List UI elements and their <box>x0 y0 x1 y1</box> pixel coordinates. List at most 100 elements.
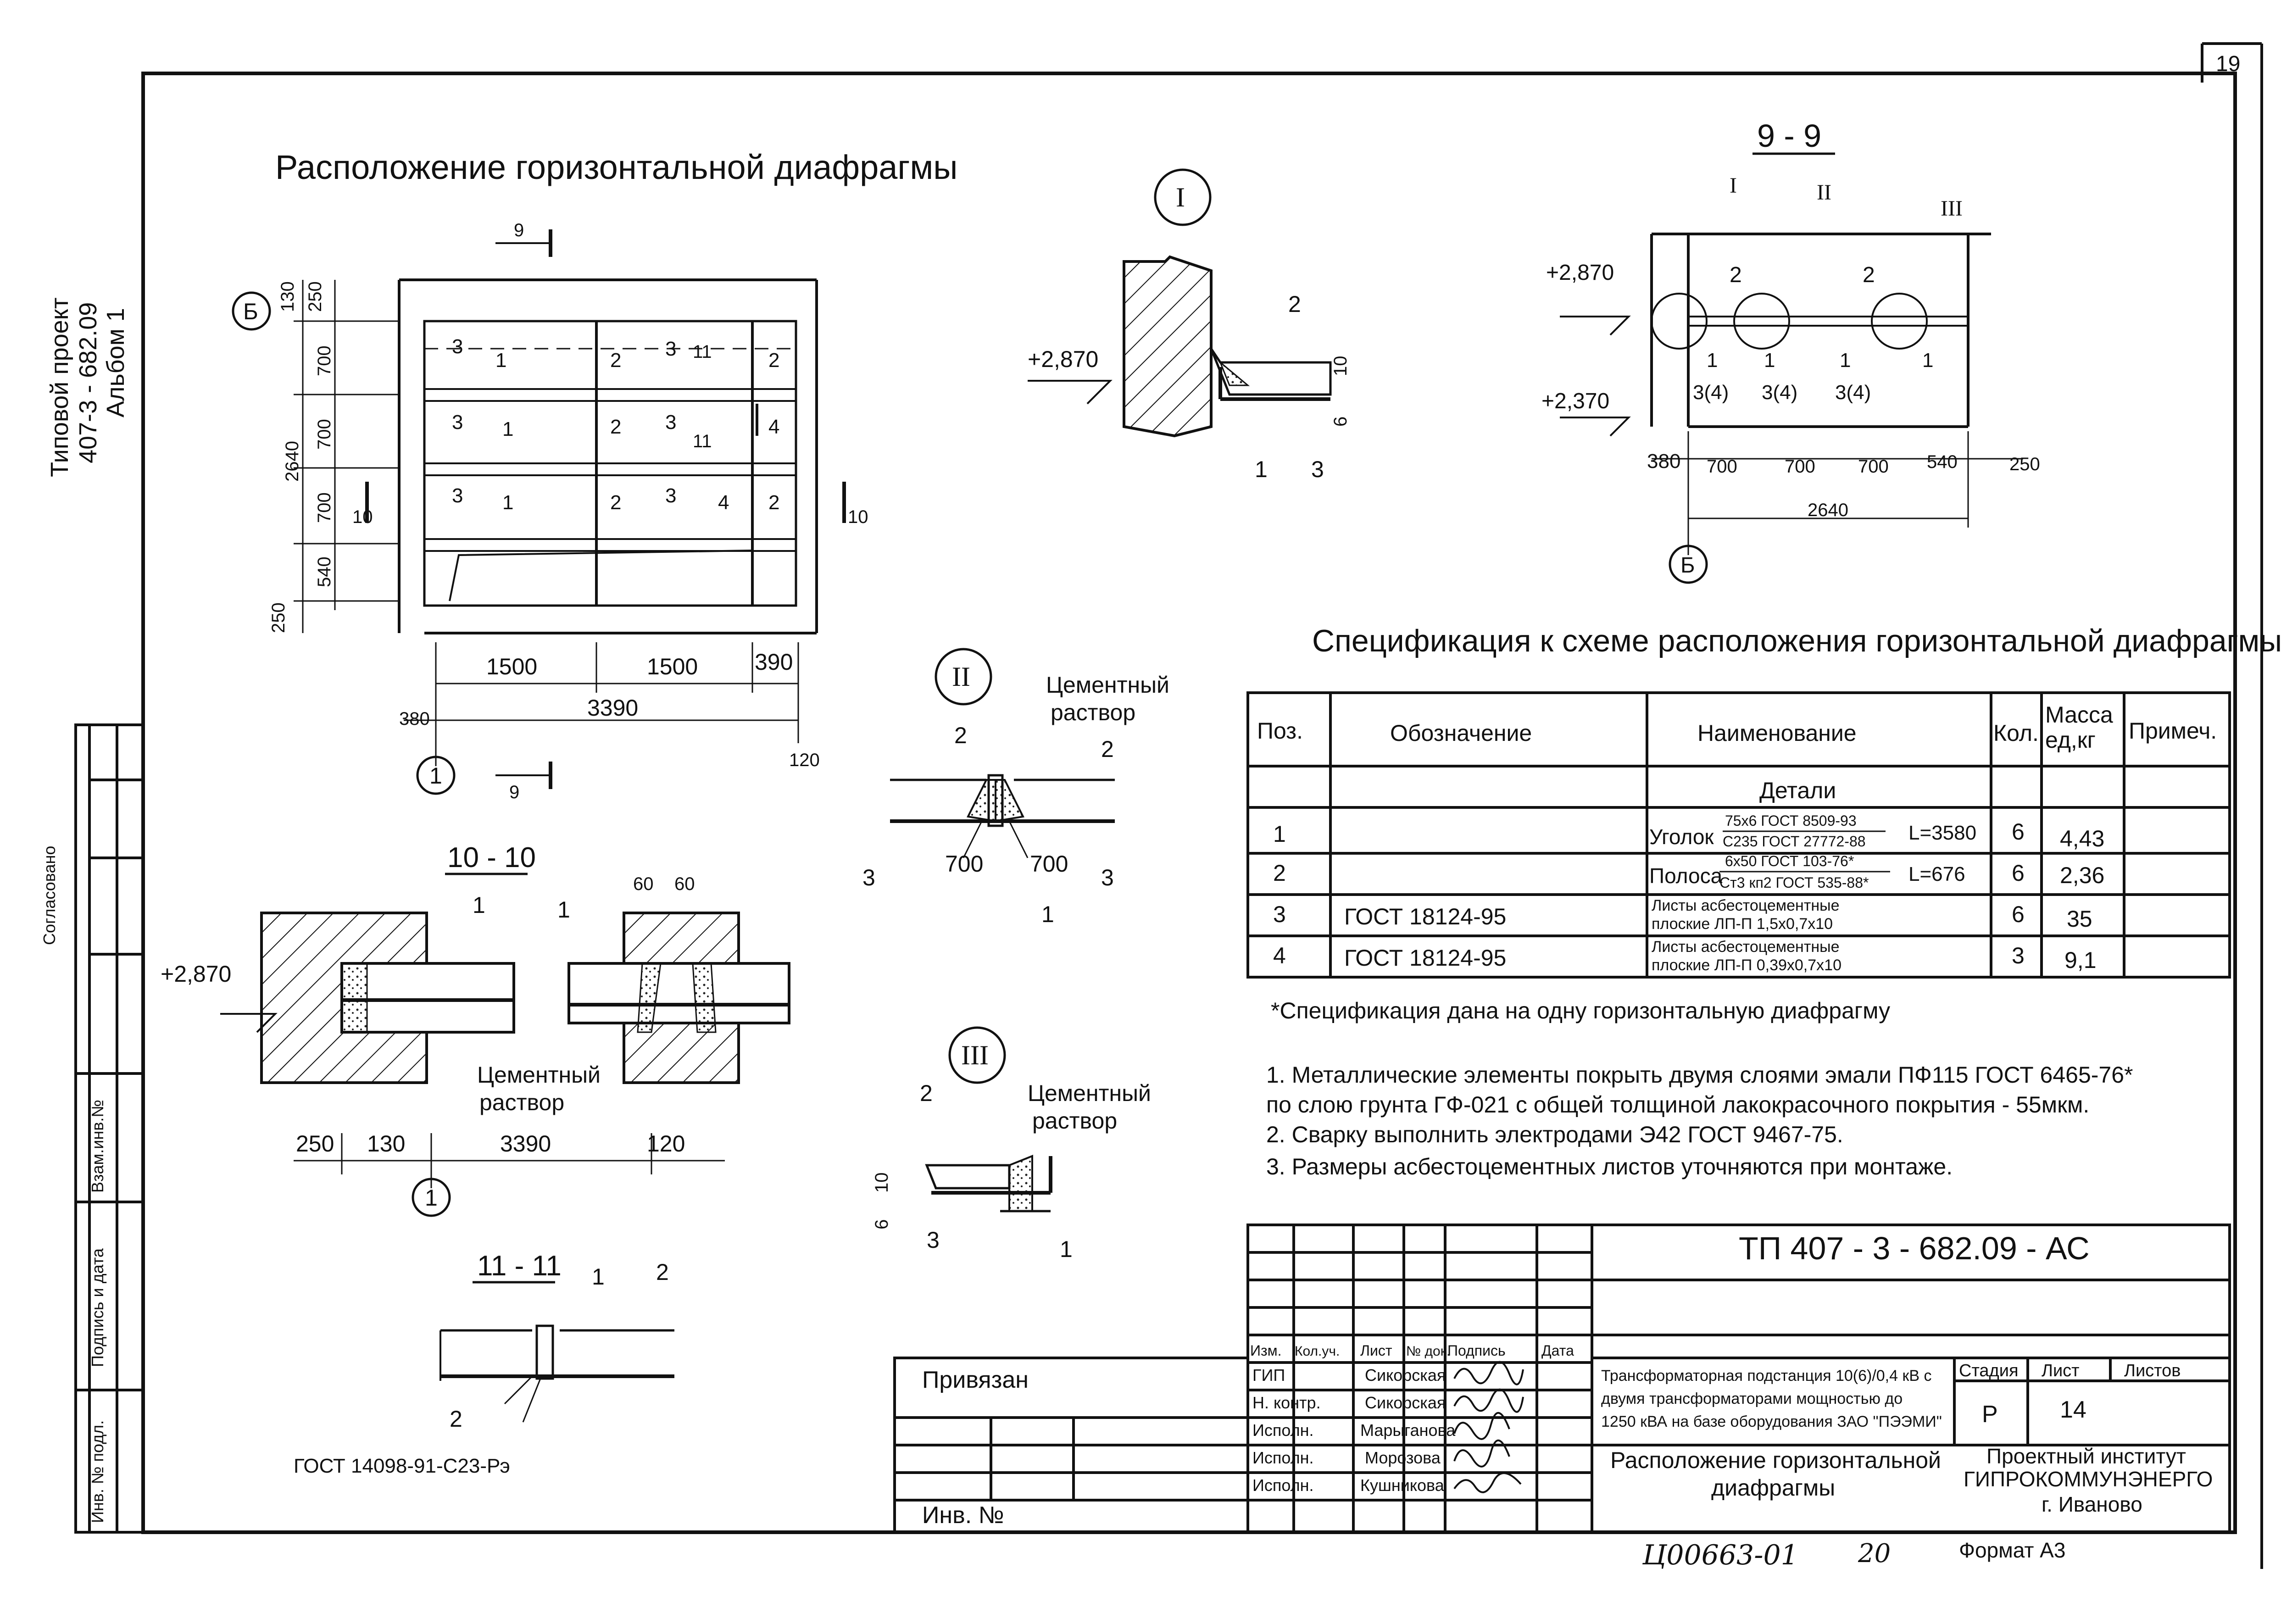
svg-text:9: 9 <box>509 782 519 802</box>
svg-text:4: 4 <box>768 416 779 438</box>
svg-text:Листы асбестоцементные: Листы асбестоцементные <box>1652 897 1840 914</box>
side-project-code: 407-3 - 682.09 <box>74 302 102 463</box>
svg-text:1: 1 <box>592 1264 605 1290</box>
node-3-labels: III Цементный раствор 2 3 1 10 6 <box>872 1040 1151 1262</box>
svg-text:2: 2 <box>1288 291 1301 317</box>
svg-text:1: 1 <box>1764 349 1775 372</box>
side-album: Альбом 1 <box>102 308 129 417</box>
svg-text:4: 4 <box>718 491 729 514</box>
svg-text:2: 2 <box>768 349 779 372</box>
svg-text:+2,370: +2,370 <box>1541 389 1609 413</box>
svg-text:III: III <box>961 1040 989 1070</box>
node-3 <box>925 1026 1052 1212</box>
svg-text:3: 3 <box>665 411 676 434</box>
svg-text:Цементный: Цементный <box>1028 1080 1151 1106</box>
node-1 <box>1028 168 1332 438</box>
svg-text:3: 3 <box>665 338 676 360</box>
svg-text:700: 700 <box>1707 456 1737 477</box>
plan-labels: Б 1 9 9 10 10 11 11 3 1 2 3 2 3 1 2 3 4 … <box>243 220 868 802</box>
svg-text:6: 6 <box>872 1219 892 1229</box>
svg-text:плоские ЛП-П 0,39х0,7х10: плоские ЛП-П 0,39х0,7х10 <box>1652 957 1841 974</box>
sec99-labels: I II III +2,870 +2,370 2 2 1 1 1 1 3(4) … <box>1541 173 2040 578</box>
svg-text:1: 1 <box>429 763 442 789</box>
svg-text:9,1: 9,1 <box>2064 947 2097 973</box>
svg-text:3: 3 <box>2012 943 2025 968</box>
svg-text:2640: 2640 <box>282 441 302 482</box>
svg-text:2: 2 <box>610 416 621 438</box>
svg-text:10: 10 <box>848 507 868 527</box>
svg-text:2: 2 <box>610 491 621 514</box>
svg-text:3: 3 <box>1101 865 1114 890</box>
svg-text:1: 1 <box>1273 821 1286 847</box>
svg-text:1: 1 <box>495 349 506 372</box>
svg-text:2: 2 <box>1863 263 1875 287</box>
svg-text:плоские ЛП-П 1,5х0,7х10: плоские ЛП-П 1,5х0,7х10 <box>1652 915 1833 933</box>
svg-text:Б: Б <box>243 299 258 324</box>
sec1010-title: 10 - 10 <box>447 842 536 873</box>
svg-text:Сикорская: Сикорская <box>1365 1393 1446 1412</box>
svg-text:Лист: Лист <box>2042 1361 2080 1380</box>
svg-text:раствор: раствор <box>1051 700 1135 725</box>
spec-footnote: *Спецификация дана на одну горизонтальну… <box>1271 998 1890 1023</box>
svg-text:700: 700 <box>314 345 334 376</box>
svg-text:Морозова: Морозова <box>1365 1448 1441 1467</box>
svg-text:60: 60 <box>674 874 695 894</box>
svg-text:Примеч.: Примеч. <box>2129 718 2217 744</box>
svg-text:Уголок: Уголок <box>1649 825 1714 849</box>
svg-text:2: 2 <box>450 1406 462 1432</box>
svg-text:Полоса: Полоса <box>1649 864 1723 888</box>
svg-text:III: III <box>1941 196 1963 221</box>
svg-text:407-3 - 682.09: 407-3 - 682.09 <box>74 302 102 463</box>
svg-text:г. Иваново: г. Иваново <box>2042 1492 2142 1516</box>
svg-text:1. Металлические элементы покр: 1. Металлические элементы покрыть двумя … <box>1266 1062 2133 1088</box>
svg-text:120: 120 <box>647 1131 685 1157</box>
sec1010-labels: +2,870 1 1 60 60 Цементный раствор 250 1… <box>161 874 695 1211</box>
svg-text:2640: 2640 <box>1808 500 1848 520</box>
side-podpis: Подпись и дата <box>88 1248 107 1367</box>
svg-text:3: 3 <box>665 484 676 507</box>
svg-text:120: 120 <box>789 750 820 770</box>
svg-text:3(4): 3(4) <box>1762 381 1797 404</box>
svg-text:2: 2 <box>656 1259 669 1285</box>
svg-text:250: 250 <box>2009 454 2040 474</box>
svg-text:Кол.: Кол. <box>1993 720 2039 746</box>
svg-text:2: 2 <box>1101 736 1114 762</box>
svg-text:раствор: раствор <box>1032 1108 1117 1134</box>
svg-text:540: 540 <box>314 556 334 587</box>
svg-text:Ст3 кп2 ГОСТ 535-88*: Ст3 кп2 ГОСТ 535-88* <box>1719 874 1869 891</box>
svg-text:130: 130 <box>367 1131 405 1157</box>
svg-text:2: 2 <box>1273 860 1286 886</box>
svg-text:130: 130 <box>278 281 298 312</box>
svg-text:Альбом 1: Альбом 1 <box>102 308 129 417</box>
svg-text:Дата: Дата <box>1541 1342 1574 1359</box>
svg-text:700: 700 <box>1858 456 1889 477</box>
svg-text:+2,870: +2,870 <box>161 961 231 987</box>
svg-text:1: 1 <box>502 491 513 514</box>
svg-text:Кушникова: Кушникова <box>1360 1476 1445 1495</box>
svg-text:Сикорская: Сикорская <box>1365 1366 1446 1385</box>
svg-text:1: 1 <box>1707 349 1718 372</box>
svg-text:1: 1 <box>1041 901 1054 927</box>
side-agreed: Согласовано <box>40 846 59 945</box>
svg-text:380: 380 <box>399 709 430 729</box>
plan-vertical-dims: 130 250 700 700 700 540 250 2640 <box>268 281 334 633</box>
svg-text:1500: 1500 <box>486 654 537 679</box>
side-project-label: Типовой проект <box>46 297 73 477</box>
svg-text:Изм.: Изм. <box>1250 1342 1282 1359</box>
svg-text:700: 700 <box>945 851 983 877</box>
svg-text:ГИПРОКОММУНЭНЕРГО: ГИПРОКОММУНЭНЕРГО <box>1964 1467 2213 1491</box>
svg-text:2: 2 <box>920 1080 933 1106</box>
svg-text:3390: 3390 <box>587 695 638 721</box>
svg-text:I: I <box>1176 182 1185 212</box>
svg-text:Наименование: Наименование <box>1697 720 1857 746</box>
spec-row-3: 3 ГОСТ 18124-95 Листы асбестоцементные п… <box>1273 897 2092 933</box>
svg-text:Цементный: Цементный <box>1046 672 1169 698</box>
side-vzam: Взам.инв.№ <box>88 1100 107 1193</box>
svg-text:+2,870: +2,870 <box>1546 261 1614 285</box>
svg-text:11: 11 <box>693 342 712 362</box>
svg-text:250: 250 <box>268 602 289 633</box>
svg-text:2,36: 2,36 <box>2060 862 2104 888</box>
sec99-drawing <box>1560 233 2023 584</box>
svg-text:ГОСТ 18124-95: ГОСТ 18124-95 <box>1344 904 1506 929</box>
svg-text:Расположение горизонтальной: Расположение горизонтальной <box>1610 1447 1941 1473</box>
